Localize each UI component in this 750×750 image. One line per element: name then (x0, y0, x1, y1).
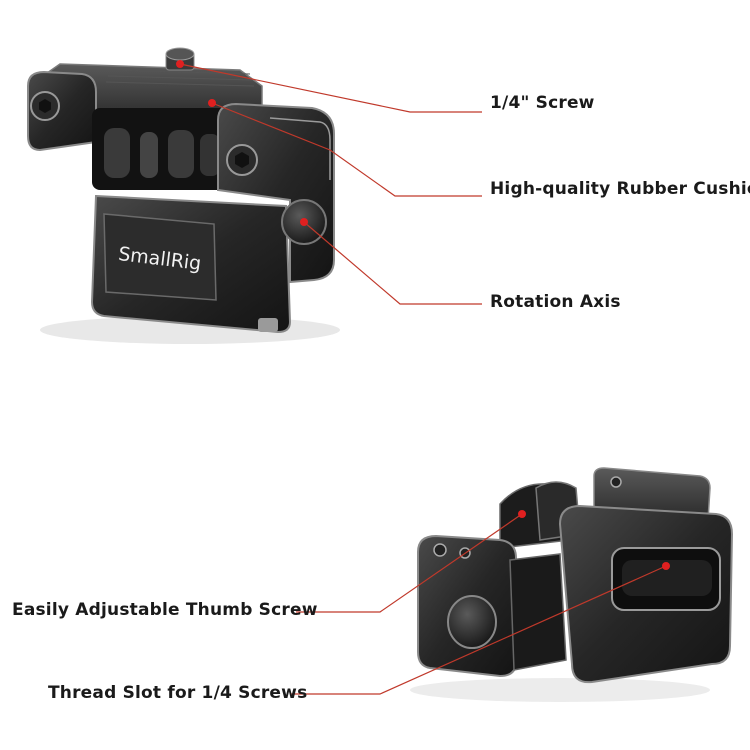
marker-dot-icon (662, 562, 670, 570)
thread-slot (611, 547, 721, 611)
callout-label-thread-slot: Thread Slot for 1/4 Screws (48, 683, 308, 703)
monitor-mount-rear-view (410, 467, 734, 702)
marker-dot-icon (208, 99, 216, 107)
hex-screw-icon (30, 91, 60, 121)
marker-dot-icon (518, 510, 526, 518)
callout-markers (176, 60, 670, 570)
marker-dot-icon (176, 60, 184, 68)
hex-screw-icon (226, 144, 258, 176)
callout-lines (179, 63, 667, 695)
callout-label-thumb-screw: Easily Adjustable Thumb Screw (12, 600, 318, 620)
callout-label-screw: 1/4" Screw (490, 93, 595, 113)
marker-dot-icon (300, 218, 308, 226)
monitor-mount-front-view: SmallRig (27, 47, 340, 344)
thumb-screw (447, 595, 497, 649)
callout-label-rubber-cushion: High-quality Rubber Cushion (490, 179, 750, 199)
callout-label-rotation-axis: Rotation Axis (490, 292, 621, 312)
